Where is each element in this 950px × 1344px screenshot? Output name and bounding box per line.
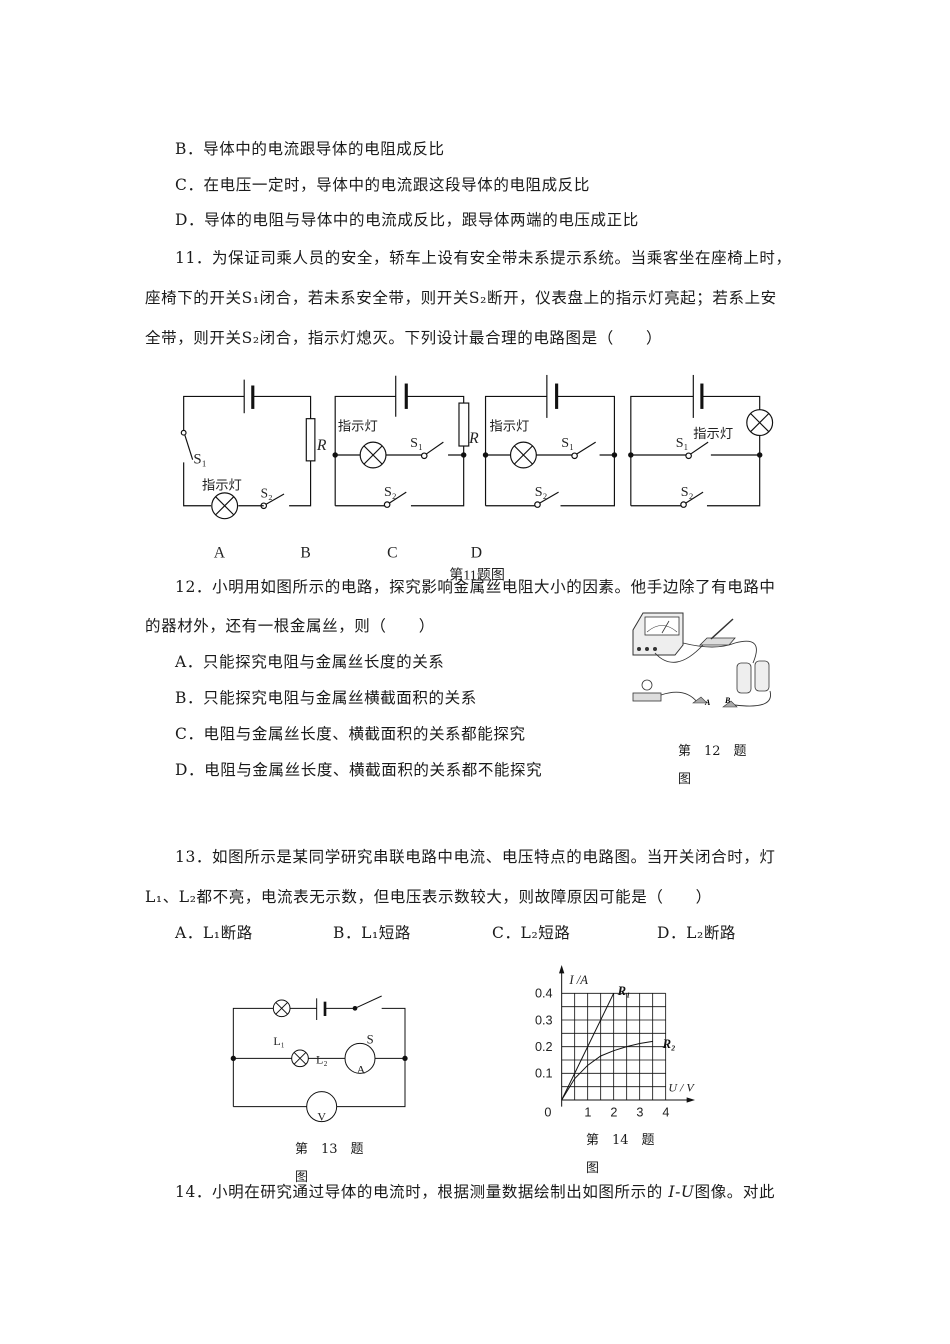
q13-option-d: D．L₂断路 (657, 924, 737, 942)
choice-b-label: B (300, 544, 310, 561)
svg-text:S₁: S₁ (193, 452, 206, 468)
svg-text:L₂: L₂ (316, 1052, 328, 1066)
circuit-c: 指示灯 S₁ S₂ (482, 374, 618, 508)
svg-text:指示灯: 指示灯 (202, 478, 242, 493)
figure-12-caption-2: 图 (678, 772, 692, 787)
series-label: R₁ (617, 984, 631, 998)
svg-text:A: A (357, 1062, 366, 1076)
choice-d-label: D (471, 544, 482, 561)
svg-text:S₂: S₂ (261, 486, 273, 501)
q13-option-c: C．L₂短路 (492, 924, 571, 942)
q13-option-b: B．L₁短路 (333, 924, 411, 942)
figure-13-caption-2: 图 (295, 1170, 309, 1185)
figure-13-caption: 第 13 题 (295, 1142, 364, 1157)
x-tick-label: 4 (662, 1106, 669, 1120)
svg-text:S: S (367, 1032, 374, 1046)
x-tick-label: 2 (610, 1106, 617, 1120)
lamp-icon (211, 492, 239, 520)
q10-option-b: B．导体中的电流跟导体的电阻成反比 (175, 140, 445, 158)
y-tick-label: 0.2 (535, 1040, 553, 1054)
q14-line-1: 14．小明在研究通过导体的电流时，根据测量数据绘制出如图所示的 I-U图像。对此 (175, 1183, 776, 1201)
x-tick-label: 0 (544, 1106, 551, 1120)
lamp-l1-icon (272, 999, 291, 1018)
lamp-icon (746, 409, 774, 437)
q11-line-3: 全带，则开关S₂闭合，指示灯熄灭。下列设计最合理的电路图是（ ） (145, 329, 663, 347)
x-tick-label: 3 (636, 1106, 643, 1120)
q10-option-c: C．在电压一定时，导体中的电流跟这段导体的电阻成反比 (175, 176, 590, 194)
q11-circuit-figure: S₁ 指示灯 S₂ R 指示灯 S₁ S₂ R 指示灯 (180, 374, 774, 584)
figure-14-caption: 第 14 题 (586, 1133, 655, 1148)
point-a-label: A (704, 698, 711, 707)
q12-line-2: 的器材外，还有一根金属丝，则（ ） (145, 617, 435, 635)
svg-text:S₂: S₂ (535, 484, 548, 500)
svg-text:L₁: L₁ (273, 1034, 285, 1048)
svg-text:S₁: S₁ (561, 435, 574, 451)
svg-text:指示灯: 指示灯 (693, 426, 733, 441)
figure-12-caption: 第 12 题 (678, 744, 747, 759)
lamp-icon (359, 441, 387, 469)
series-line-2 (561, 1040, 653, 1101)
q10-option-d: D．导体的电阻与导体中的电流成反比，跟导体两端的电压成正比 (175, 211, 639, 229)
resistor-icon (305, 418, 316, 462)
q13-line-2: L₁、L₂都不亮，电流表无示数，但电压表示数较大，则故障原因可能是（ ） (145, 888, 712, 906)
y-axis-label: I /A (568, 973, 588, 987)
svg-text:S₂: S₂ (384, 484, 397, 500)
resistor-icon (458, 402, 470, 447)
svg-text:R: R (468, 430, 479, 447)
bulb-icon (632, 679, 662, 702)
q13-line-1: 13．如图所示是某同学研究串联电路中电流、电压特点的电路图。当开关闭合时，灯 (175, 848, 776, 866)
choice-a-label: A (214, 544, 226, 561)
series-label: R₂ (662, 1037, 676, 1051)
svg-text:S₁: S₁ (410, 435, 423, 451)
q13-circuit-figure: L₁ L₂ S A V (230, 995, 408, 1124)
lamp-l2-icon (291, 1049, 309, 1068)
svg-text:R: R (316, 437, 327, 454)
switch-icon (352, 995, 382, 1011)
y-tick-label: 0.3 (535, 1013, 553, 1027)
meter-icon (632, 612, 684, 656)
q11-line-2: 座椅下的开关S₁闭合，若未系安全带，则开关S₂断开，仪表盘上的指示灯亮起；若系上… (145, 289, 777, 307)
svg-text:S₂: S₂ (681, 484, 694, 500)
svg-text:指示灯: 指示灯 (489, 418, 529, 433)
x-axis-arrow (686, 1097, 695, 1103)
q13-option-a: A．L₁断路 (175, 924, 253, 942)
ammeter-icon (344, 1042, 376, 1074)
voltmeter-icon (306, 1091, 338, 1123)
lamp-icon (509, 441, 537, 469)
x-axis-label: U / V (668, 1081, 695, 1095)
q12-option-b: B．只能探究电阻与金属丝横截面积的关系 (175, 689, 477, 707)
svg-text:S₁: S₁ (676, 435, 689, 451)
q12-apparatus-figure: A B (632, 612, 771, 708)
x-tick-label: 1 (584, 1106, 591, 1120)
q11-line-1: 11．为保证司乘人员的安全，轿车上设有安全带未系提示系统。当乘客坐在座椅上时， (175, 249, 792, 267)
battery-icon (736, 660, 770, 694)
circuit-d: S₁ 指示灯 S₂ (628, 374, 774, 508)
y-tick-label: 0.1 (535, 1067, 553, 1081)
series-line-1 (561, 993, 615, 1101)
y-tick-label: 0.4 (535, 987, 553, 1001)
svg-text:V: V (317, 1110, 326, 1124)
figure-14-caption-2: 图 (586, 1161, 600, 1176)
chart-grid (561, 992, 667, 1100)
q14-iu-chart: 0 1 2 3 4 0.1 0.2 0.3 0.4 R₁ R₂ I /A U / V (535, 965, 695, 1120)
svg-text:指示灯: 指示灯 (338, 418, 378, 433)
switch-icon (699, 618, 736, 646)
point-b-label: B (724, 696, 731, 705)
q12-option-c: C．电阻与金属丝长度、横截面积的关系都能探究 (175, 725, 526, 743)
figure-11-caption: 第11题图 (449, 567, 505, 584)
q12-option-d: D．电阻与金属丝长度、横截面积的关系都不能探究 (175, 761, 543, 779)
choice-c-label: C (387, 544, 397, 561)
q12-option-a: A．只能探究电阻与金属丝长度的关系 (175, 653, 445, 671)
circuit-a: S₁ 指示灯 S₂ R (180, 379, 327, 520)
circuit-b: 指示灯 S₁ S₂ R (332, 375, 479, 508)
q12-line-1: 12．小明用如图所示的电路，探究影响金属丝电阻大小的因素。他手边除了有电路中 (175, 578, 776, 596)
y-axis-arrow (559, 965, 565, 974)
